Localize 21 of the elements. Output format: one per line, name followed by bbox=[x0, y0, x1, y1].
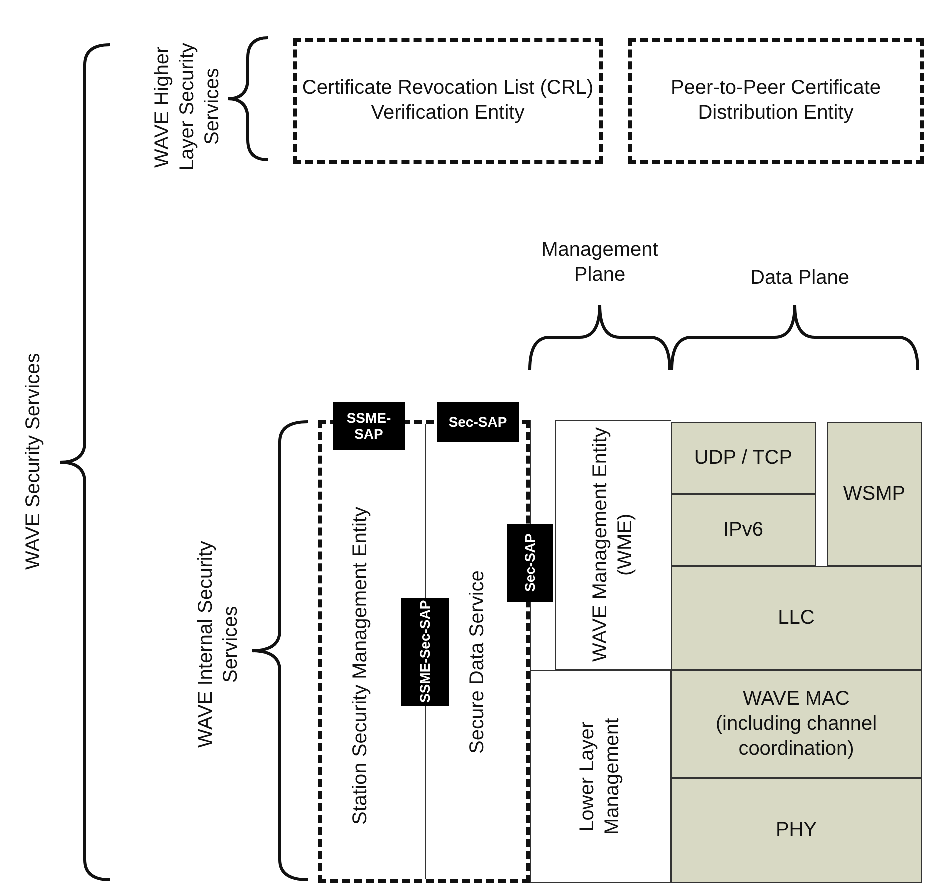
layer-cell: PHY bbox=[671, 778, 922, 883]
access-point-tag: Sec-SAP bbox=[437, 402, 519, 442]
access-point-tag: Sec-SAP bbox=[507, 524, 553, 602]
entity-box: Peer-to-Peer Certificate Distribution Entity bbox=[628, 38, 924, 164]
entity-cell: Lower Layer Management bbox=[530, 670, 671, 883]
brace-label: WAVE Internal Security Services bbox=[194, 540, 243, 750]
layer-cell: LLC bbox=[671, 566, 922, 670]
service-column: Secure Data Service bbox=[450, 446, 506, 879]
entity-column: Station Security Management Entity bbox=[322, 454, 400, 879]
brace-label: WAVE Higher Layer Security Services bbox=[150, 42, 224, 173]
layer-cell: WAVE MAC (including channel coordination) bbox=[671, 670, 922, 778]
entity-cell: WAVE Management Entity (WME) bbox=[555, 420, 671, 670]
entity-box: Certificate Revocation List (CRL) Verification Entity bbox=[293, 38, 603, 164]
access-point-tag: SSME-SAP bbox=[333, 402, 405, 450]
brace-label: Management Plane bbox=[540, 238, 660, 288]
brace-label: Data Plane bbox=[750, 266, 850, 290]
layer-cell: UDP / TCP bbox=[671, 422, 816, 494]
layer-cell: IPv6 bbox=[671, 494, 816, 566]
access-point-tag: SSME-Sec-SAP bbox=[401, 598, 449, 706]
brace-label: WAVE Security Services bbox=[22, 352, 46, 572]
layer-cell: WSMP bbox=[827, 422, 922, 566]
